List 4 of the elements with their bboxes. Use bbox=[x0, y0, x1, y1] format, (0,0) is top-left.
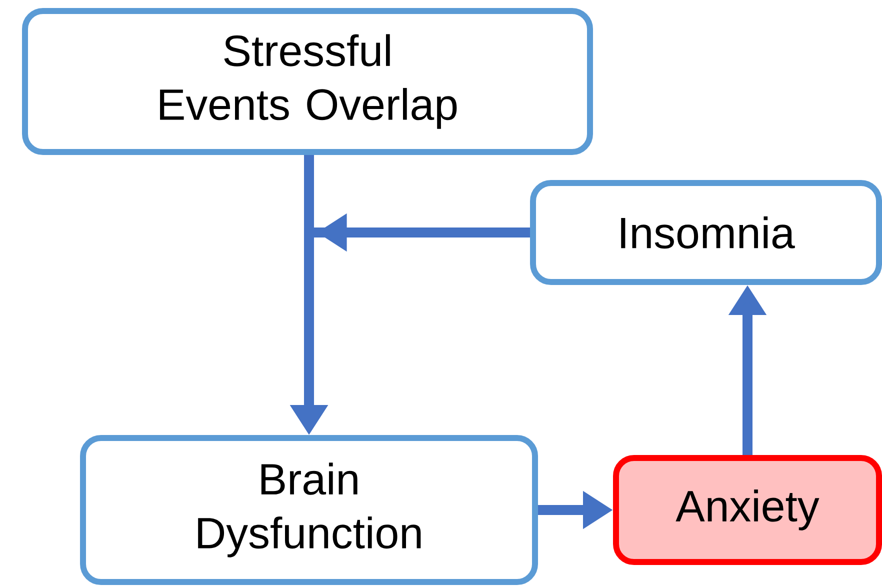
highlighted-box: Anxiety bbox=[613, 455, 882, 565]
process-box: Brain Dysfunction bbox=[80, 435, 538, 585]
process-box: Stressful Events Overlap bbox=[22, 8, 593, 155]
process-box: Insomnia bbox=[530, 180, 882, 285]
